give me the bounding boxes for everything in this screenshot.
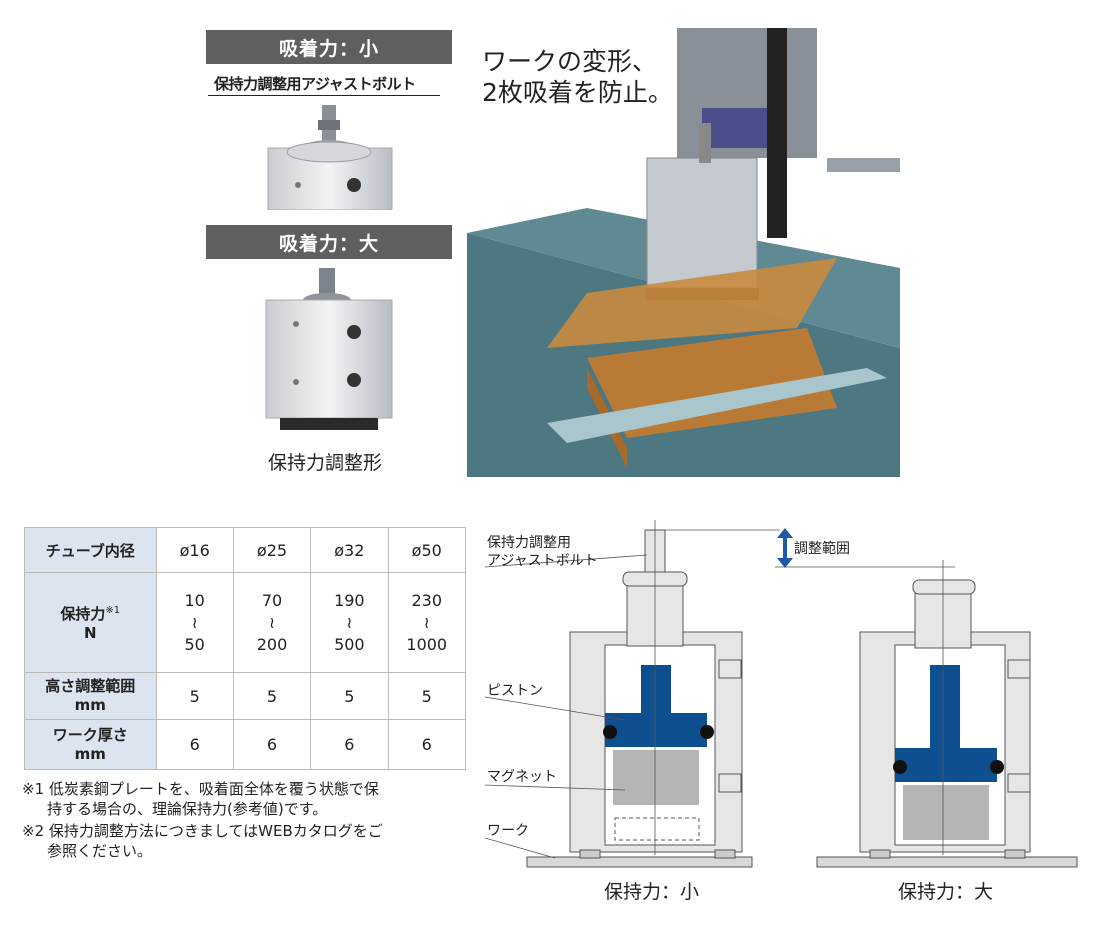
piston-label: ピストン (487, 683, 543, 699)
spec-table: チューブ内径 ø16 ø25 ø32 ø50 保持力※1 N 10 ≀ 50 7… (24, 527, 466, 770)
work-label: ワーク (487, 823, 529, 839)
note-1-line1: ※1 低炭素鋼プレートを、吸着面全体を覆う状態で保 (22, 780, 379, 798)
banner-holding-large-text: 吸着力：大 (278, 232, 379, 255)
product-caption: 保持力調整形 (268, 452, 383, 474)
row-label-height-adjust: 高さ調整範囲 mm (24, 672, 157, 720)
table-cell: 5 (387, 672, 466, 720)
force-max: 1000 (406, 634, 448, 654)
table-cell: 6 (310, 719, 389, 770)
work-plate-left (526, 856, 753, 868)
table-cell: 10 ≀ 50 (155, 572, 234, 673)
table-cell: 230 ≀ 1000 (387, 572, 466, 673)
holding-force-unit: N (83, 624, 97, 642)
cross-section-diagram (484, 520, 1078, 868)
table-cell: 5 (155, 672, 234, 720)
force-max: 200 (256, 634, 288, 654)
table-cell: 6 (155, 719, 234, 770)
work-thickness-unit: mm (74, 744, 106, 763)
force-tilde: ≀ (346, 612, 353, 632)
force-tilde: ≀ (269, 612, 275, 632)
caption-holding-large: 保持力：大 (898, 881, 994, 903)
table-cell: 5 (310, 672, 389, 720)
table-cell: 190 ≀ 500 (310, 572, 389, 673)
diagram-unit-small (569, 520, 743, 859)
banner-holding-small: 吸着力：小 (206, 30, 452, 64)
product-image-small-force (267, 105, 393, 210)
work-plate-right (816, 856, 1078, 868)
table-header-cell: ø25 (232, 527, 312, 573)
note-1-line2: 持する場合の、理論保持力(参考値)です。 (47, 800, 328, 818)
force-min: 230 (411, 590, 443, 610)
table-cell: 6 (387, 719, 466, 770)
photo-headline-line2: 2枚吸着を防止。 (482, 78, 673, 107)
caption-holding-small: 保持力：小 (604, 881, 700, 903)
table-row-height-adjust: 高さ調整範囲 mm 5 5 5 5 (24, 672, 466, 720)
application-photo (467, 28, 900, 477)
note-2-line1: ※2 保持力調整方法につきましてはWEBカタログをご (22, 822, 383, 840)
work-thickness-label: ワーク厚さ (52, 725, 128, 744)
force-min: 70 (261, 590, 283, 610)
table-cell: 5 (232, 672, 312, 720)
force-min: 10 (184, 590, 205, 610)
row-label-work-thickness: ワーク厚さ mm (24, 719, 157, 770)
diagram-bolt-label-line1: 保持力調整用 (487, 535, 571, 551)
adjust-range-arrow (777, 528, 793, 568)
adjust-range-label: 調整範囲 (794, 541, 850, 557)
table-header-row: チューブ内径 ø16 ø25 ø32 ø50 (24, 527, 466, 573)
table-row-work-thickness: ワーク厚さ mm 6 6 6 6 (24, 719, 466, 770)
note-2-line2: 参照ください。 (47, 842, 153, 860)
table-header-cell: ø32 (310, 527, 389, 573)
height-adjust-label: 高さ調整範囲 (45, 677, 136, 695)
banner-holding-large: 吸着力：大 (206, 225, 452, 259)
banner-holding-small-text: 吸着力：小 (278, 37, 379, 60)
magnet-label: マグネット (487, 769, 557, 785)
adjust-bolt-underline (208, 95, 440, 96)
table-row-holding-force: 保持力※1 N 10 ≀ 50 70 ≀ 200 190 ≀ 500 230 ≀… (24, 572, 466, 673)
photo-headline-line1: ワークの変形、 (482, 47, 658, 76)
height-adjust-unit: mm (74, 696, 106, 714)
holding-force-note-mark: ※1 (105, 605, 121, 616)
force-max: 50 (184, 634, 205, 654)
force-max: 500 (334, 634, 365, 654)
row-label-holding-force: 保持力※1 N (24, 572, 157, 673)
holding-force-label: 保持力 (60, 605, 106, 623)
product-image-large-force (265, 268, 393, 430)
table-header-cell: ø50 (387, 527, 466, 573)
table-header-cell: チューブ内径 (24, 527, 157, 573)
diagram-unit-large (859, 560, 1031, 859)
force-tilde: ≀ (191, 612, 198, 632)
force-tilde: ≀ (423, 612, 430, 632)
adjust-bolt-label: 保持力調整用アジャストボルト (214, 75, 416, 93)
diagram-bolt-label-line2: アジャストボルト (487, 553, 598, 569)
force-min: 190 (334, 590, 365, 610)
table-cell: 70 ≀ 200 (232, 572, 312, 673)
table-cell: 6 (232, 719, 312, 770)
table-header-cell: ø16 (155, 527, 234, 573)
